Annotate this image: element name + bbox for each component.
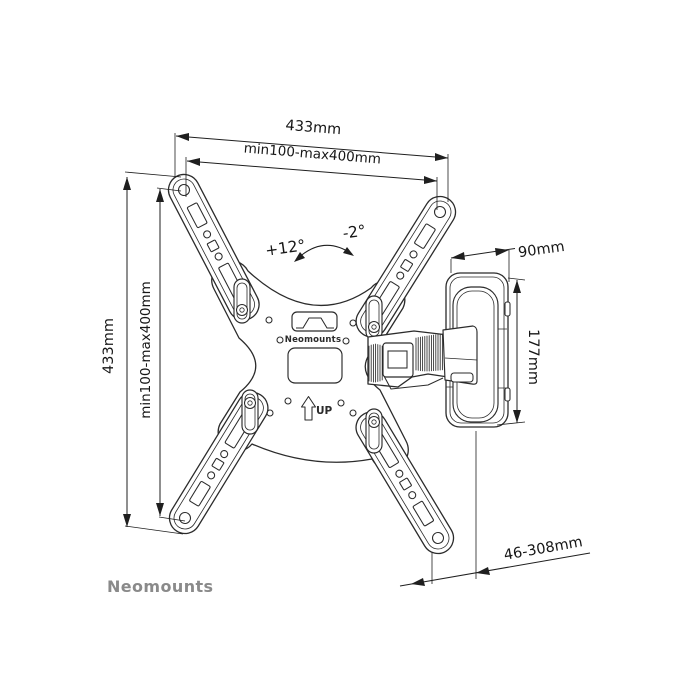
dim-top-vesa-label: min100-max400mm <box>243 140 381 167</box>
strip-slot-bottom-left <box>241 389 259 435</box>
up-label: UP <box>316 405 333 417</box>
tilt-arc-arrow-left <box>294 252 305 262</box>
dim-left-vesa-label: min100-max400mm <box>138 281 154 419</box>
dim-wallplate-height-label: 177mm <box>525 329 541 385</box>
arm-rib-hatch-right <box>415 333 446 372</box>
arm-lower-bracket <box>383 375 444 390</box>
footer-brand-logo: Neomounts <box>107 577 213 596</box>
plate-label-area <box>287 347 343 384</box>
dim-top-width-label: 433mm <box>285 118 342 138</box>
arm-wall-clamp <box>442 325 478 385</box>
dim-wallplate-width-label: 90mm <box>517 239 565 261</box>
strip-slot-bottom-right <box>365 408 383 454</box>
wall-plate-clip-top <box>504 301 511 317</box>
swivel-arm <box>367 325 478 390</box>
strip-slot-top-left <box>233 278 251 324</box>
tilt-arc-arrow-right <box>343 247 354 256</box>
tilt-up-label: +12° <box>264 236 307 259</box>
strip-slot-top-right <box>365 295 383 341</box>
tilt-down-label: -2° <box>342 222 367 243</box>
plate-brand-label: Neomounts <box>285 335 341 345</box>
extension-lines <box>124 133 526 584</box>
dim-extension-label: 46-308mm <box>503 534 584 564</box>
arm-rib-hatch-left <box>368 343 383 383</box>
dim-left-height-label: 433mm <box>101 318 117 374</box>
up-arrow-icon <box>300 395 317 421</box>
dimension-arrowheads <box>123 133 521 586</box>
wall-plate-clip-bottom <box>504 387 511 402</box>
plate-screw-holes <box>265 316 357 417</box>
plate-handle-cutout <box>291 311 338 332</box>
